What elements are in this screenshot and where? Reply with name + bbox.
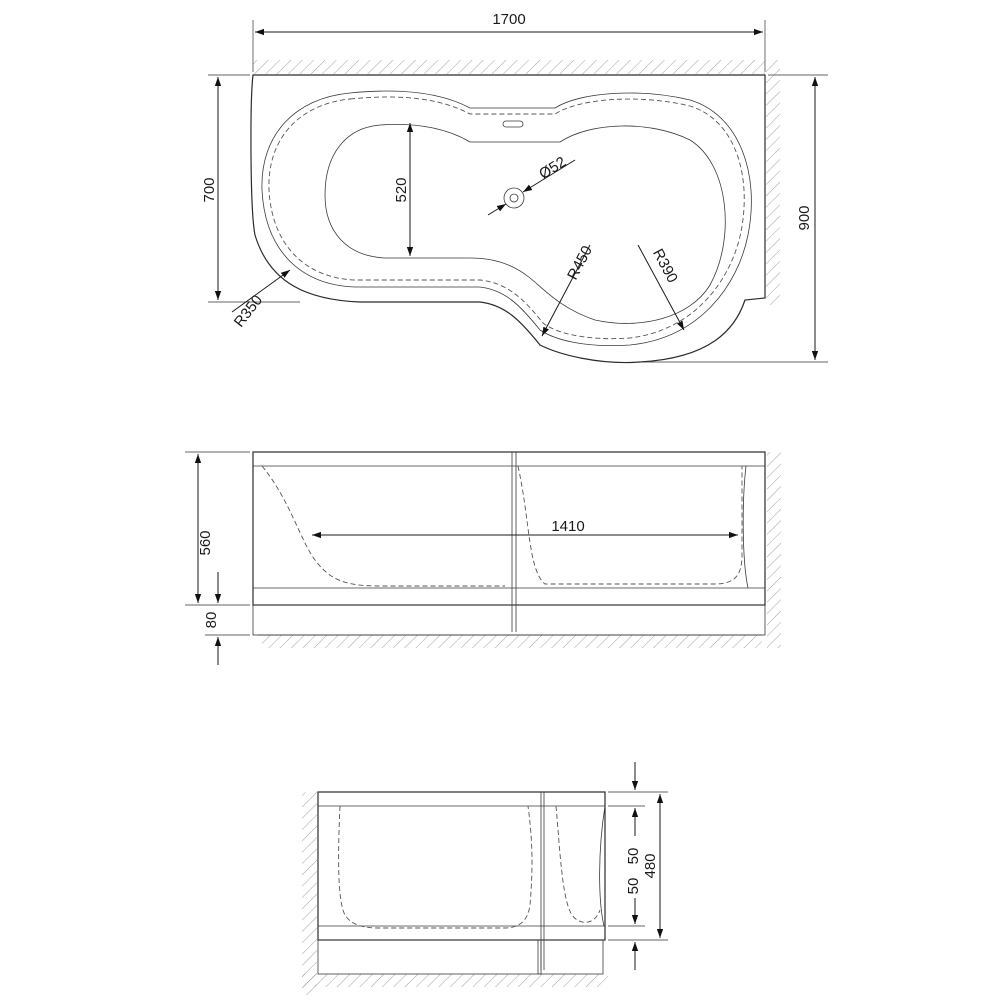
floor-hatch-side bbox=[302, 974, 608, 987]
dim-label-left-depth: 700 bbox=[201, 177, 218, 202]
floor-hatch-front bbox=[262, 635, 762, 648]
dim-label-right-depth: 900 bbox=[796, 205, 813, 230]
side-right-profile bbox=[599, 805, 606, 927]
tub-rim-outline bbox=[261, 90, 752, 346]
drain-outer-circle bbox=[503, 187, 525, 209]
top-view: 1700 700 900 520 Ø52 R350 R450 R390 bbox=[201, 11, 828, 364]
dim-label-inner-radius: R390 bbox=[649, 246, 681, 286]
dim-label-overall-length: 1700 bbox=[492, 11, 525, 28]
wall-hatch-side-left bbox=[302, 792, 317, 995]
dim-line-outer-radius bbox=[541, 244, 591, 337]
dim-label-base-height: 80 bbox=[203, 612, 220, 629]
front-basin-right-dashed bbox=[517, 465, 743, 585]
side-plinth-right bbox=[537, 939, 604, 975]
dim-label-drain-diameter: Ø52 bbox=[536, 153, 569, 182]
dim-line-drain-diameter-leader bbox=[522, 159, 576, 193]
side-view: 50 50 480 bbox=[302, 762, 668, 995]
tub-basin-outline bbox=[324, 124, 726, 324]
dim-line-drain-diameter bbox=[487, 203, 507, 216]
wall-hatch-front bbox=[767, 452, 781, 648]
front-basin-left-dashed bbox=[261, 465, 505, 587]
dim-line-inner-radius bbox=[637, 244, 685, 331]
front-view: 560 80 1410 bbox=[185, 451, 781, 665]
dim-label-left-radius: R350 bbox=[231, 292, 266, 331]
side-panel-body bbox=[317, 791, 606, 941]
tub-rim-dashed bbox=[268, 96, 745, 340]
tub-outer-outline bbox=[250, 74, 766, 364]
dim-label-total-height: 480 bbox=[642, 853, 659, 878]
front-plinth bbox=[252, 604, 766, 636]
dim-label-lower-step: 50 bbox=[625, 878, 642, 895]
wall-hatch-top bbox=[253, 60, 765, 74]
dim-label-outer-radius: R450 bbox=[564, 243, 596, 283]
dim-label-inner-depth: 520 bbox=[393, 177, 410, 202]
side-basin-right-dashed bbox=[555, 805, 601, 923]
side-plinth-left bbox=[317, 939, 542, 975]
dim-label-inner-length: 1410 bbox=[551, 518, 584, 535]
front-right-lip bbox=[742, 465, 749, 589]
dim-label-bath-height: 560 bbox=[197, 530, 214, 555]
dim-label-top-step: 50 bbox=[625, 848, 642, 865]
side-basin-left-dashed bbox=[338, 805, 533, 929]
overflow-slot bbox=[502, 120, 524, 128]
front-panel-body bbox=[252, 451, 766, 606]
dim-line-left-radius bbox=[231, 269, 291, 313]
drain-inner-circle bbox=[509, 193, 519, 203]
wall-hatch-right bbox=[766, 60, 780, 305]
